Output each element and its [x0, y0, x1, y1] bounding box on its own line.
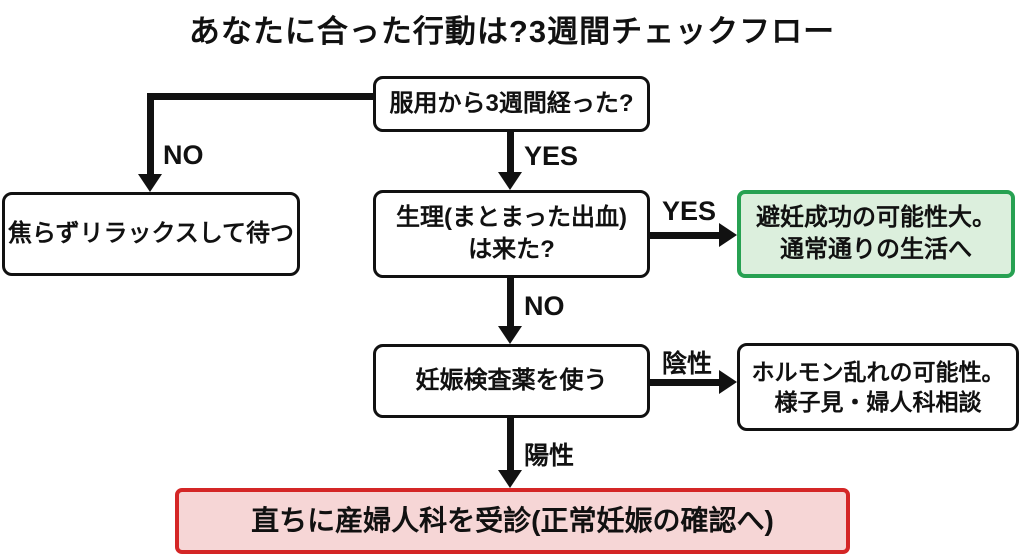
node-text-line2: は来た?	[468, 236, 555, 263]
connector-yes1-vertical	[507, 132, 514, 174]
connector-positive-vertical	[507, 418, 514, 470]
connector-no-vertical	[147, 93, 154, 175]
node-success: 避妊成功の可能性大。 通常通りの生活へ	[737, 190, 1015, 278]
edge-label-positive: 陽性	[524, 442, 575, 470]
node-text: 服用から3週間経った?	[389, 90, 634, 118]
node-relax-wait: 焦らずリラックスして待つ	[2, 192, 300, 276]
edge-label-negative: 陰性	[662, 350, 713, 378]
node-text-line1: ホルモン乱れの可能性。	[751, 358, 1005, 385]
node-pregnancy-test: 妊娠検査薬を使う	[373, 344, 650, 418]
edge-label-yes-three-weeks: YES	[524, 141, 579, 171]
arrowhead-down-icon	[498, 326, 522, 344]
edge-label-yes-period: YES	[662, 196, 717, 226]
arrowhead-right-icon	[719, 370, 737, 394]
node-text-line2: 様子見・婦人科相談	[774, 389, 982, 415]
arrowhead-right-icon	[719, 223, 737, 247]
node-question-period: 生理(まとまった出血) は来た?	[373, 190, 650, 278]
page-title: あなたに合った行動は?3週間チェックフロー	[188, 14, 836, 49]
arrowhead-down-icon	[498, 470, 522, 488]
node-text-line2: 通常通りの生活へ	[780, 236, 972, 263]
node-urgent-visit: 直ちに産婦人科を受診(正常妊娠の確認へ)	[175, 488, 850, 554]
arrowhead-down-icon	[498, 172, 522, 190]
node-hormone: ホルモン乱れの可能性。 様子見・婦人科相談	[737, 343, 1019, 431]
connector-yes2-horizontal	[650, 232, 720, 239]
connector-no-horizontal	[147, 93, 373, 100]
connector-negative-horizontal	[650, 379, 720, 386]
edge-label-no-period: NO	[524, 291, 565, 321]
node-text-line1: 生理(まとまった出血)	[395, 204, 628, 232]
arrowhead-down-icon	[138, 174, 162, 192]
node-text-line1: 避妊成功の可能性大。	[756, 204, 996, 232]
node-text: 直ちに産婦人科を受診(正常妊娠の確認へ)	[251, 504, 774, 536]
node-text: 妊娠検査薬を使う	[415, 367, 608, 395]
connector-no2-vertical	[507, 278, 514, 326]
edge-label-no-wait: NO	[163, 140, 204, 170]
node-text: 焦らずリラックスして待つ	[7, 220, 295, 248]
node-question-three-weeks: 服用から3週間経った?	[373, 76, 650, 132]
